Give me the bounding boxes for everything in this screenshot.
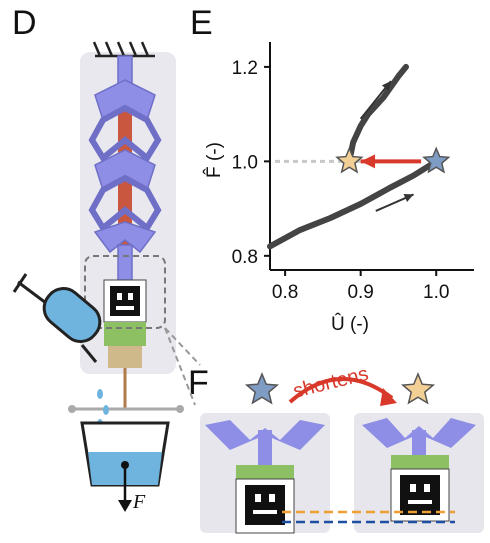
series-line-0 xyxy=(267,158,440,250)
star-marker-0 xyxy=(422,146,451,174)
x-tick-label-2: 1.0 xyxy=(423,282,449,303)
force-label: F xyxy=(132,491,146,513)
y-tick-label-1: 1.0 xyxy=(232,152,258,173)
panel-label-e: E xyxy=(190,4,213,42)
photo-after xyxy=(354,413,484,533)
x-tick-label-0: 0.8 xyxy=(272,282,298,303)
star-before-icon xyxy=(244,372,280,405)
clamp xyxy=(108,346,142,368)
annotation-arrow-head-0 xyxy=(360,154,376,169)
star-after-icon xyxy=(400,372,436,405)
green-block xyxy=(104,322,146,346)
panel-label-d: D xyxy=(12,4,37,42)
annotation-arrow-head-1 xyxy=(381,81,391,91)
panel-label-f: F xyxy=(188,364,209,402)
plot-area: 0.8 0.9 1.0 0.8 1.0 1.2 Û (-) F̂ (-) xyxy=(203,42,474,335)
annotation-arrow-head-2 xyxy=(403,194,414,203)
y-tick-label-0: 0.8 xyxy=(232,247,258,268)
y-axis-label: F̂ (-) xyxy=(203,142,225,178)
shortens-arrow xyxy=(288,377,394,404)
x-tick-label-1: 0.9 xyxy=(347,282,373,303)
zoom-box xyxy=(84,255,166,329)
robot-body xyxy=(88,55,162,286)
shortens-arrow-head xyxy=(380,388,397,406)
star-marker-1 xyxy=(335,146,364,174)
shortens-label: shortens xyxy=(291,363,371,403)
series-line-1 xyxy=(346,63,409,165)
force-arrow-head xyxy=(118,500,132,512)
marker-face xyxy=(110,286,140,316)
photo-before xyxy=(200,413,330,534)
x-axis-label: Û (-) xyxy=(331,313,369,335)
y-tick-label-2: 1.2 xyxy=(232,58,258,79)
syringe-icon xyxy=(12,273,102,363)
